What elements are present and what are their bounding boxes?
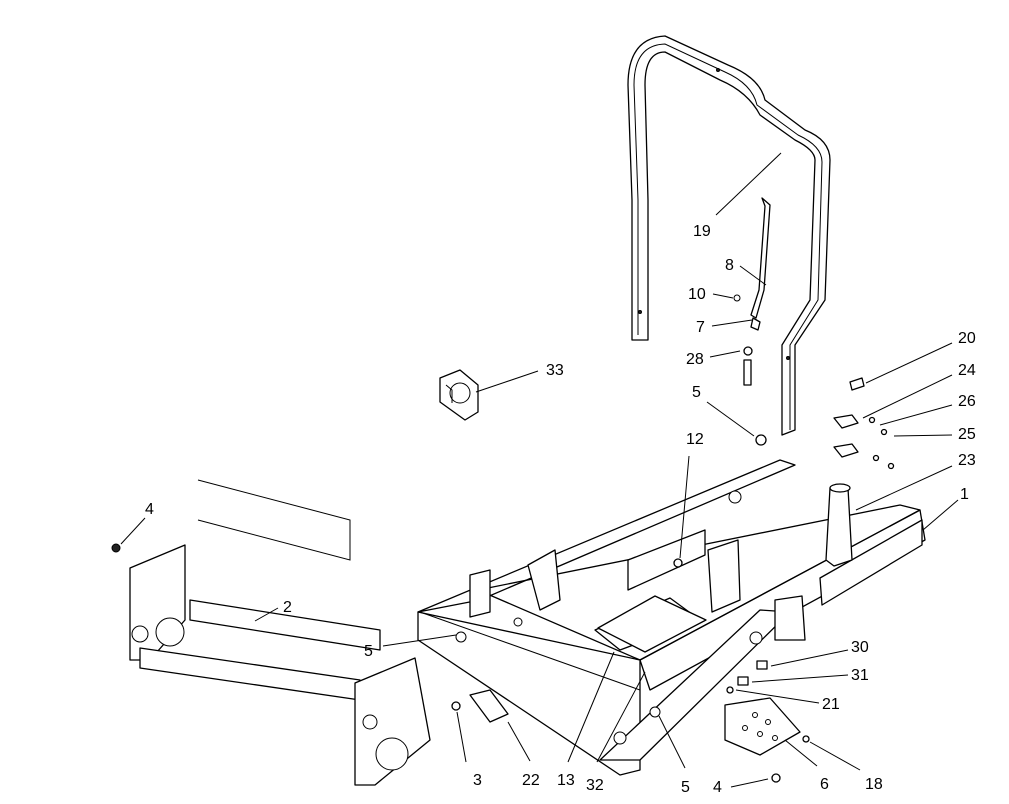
callout-3: 3 bbox=[473, 772, 482, 789]
seat-support bbox=[111, 479, 431, 786]
bolt-12 bbox=[673, 558, 683, 568]
screw-21 bbox=[726, 686, 734, 694]
callout-19: 19 bbox=[693, 223, 711, 240]
callout-8: 8 bbox=[725, 257, 734, 274]
callout-31: 31 bbox=[851, 667, 869, 684]
control-rod bbox=[733, 197, 771, 386]
callout-5-upper: 5 bbox=[692, 384, 701, 401]
callout-25: 25 bbox=[958, 426, 976, 443]
nut-5-upper bbox=[755, 434, 767, 446]
callout-22: 22 bbox=[522, 772, 540, 789]
callout-2: 2 bbox=[283, 599, 292, 616]
callout-18: 18 bbox=[865, 776, 883, 793]
callout-5-bottom: 5 bbox=[681, 779, 690, 796]
callout-4-bottom: 4 bbox=[713, 779, 722, 796]
callout-23: 23 bbox=[958, 452, 976, 469]
leader-lines bbox=[120, 152, 959, 788]
callout-4-left: 4 bbox=[145, 501, 154, 518]
callout-20: 20 bbox=[958, 330, 976, 347]
decal-31 bbox=[737, 676, 749, 686]
callout-1: 1 bbox=[960, 486, 969, 503]
callout-7: 7 bbox=[696, 319, 705, 336]
callout-13: 13 bbox=[557, 772, 575, 789]
callout-10: 10 bbox=[688, 286, 706, 303]
callout-5-left: 5 bbox=[364, 643, 373, 660]
callout-6: 6 bbox=[820, 776, 829, 793]
callout-32: 32 bbox=[586, 777, 604, 794]
callout-33: 33 bbox=[546, 362, 564, 379]
callout-12: 12 bbox=[686, 431, 704, 448]
decal-30 bbox=[756, 660, 768, 670]
footrest bbox=[724, 697, 810, 783]
main-frame bbox=[417, 459, 926, 776]
engine-mount-bracket bbox=[439, 369, 479, 421]
bracket-22 bbox=[469, 689, 509, 723]
fuel-tank-mount bbox=[825, 377, 895, 567]
callout-28: 28 bbox=[686, 351, 704, 368]
callout-21: 21 bbox=[822, 696, 840, 713]
roll-bar bbox=[627, 35, 831, 436]
callout-30: 30 bbox=[851, 639, 869, 656]
bolt-3 bbox=[451, 701, 461, 711]
callout-26: 26 bbox=[958, 393, 976, 410]
floor-plate bbox=[597, 595, 707, 653]
callout-labels: 19 8 10 7 28 20 24 26 25 23 33 5 12 1 4 … bbox=[145, 223, 976, 796]
callout-24: 24 bbox=[958, 362, 976, 379]
